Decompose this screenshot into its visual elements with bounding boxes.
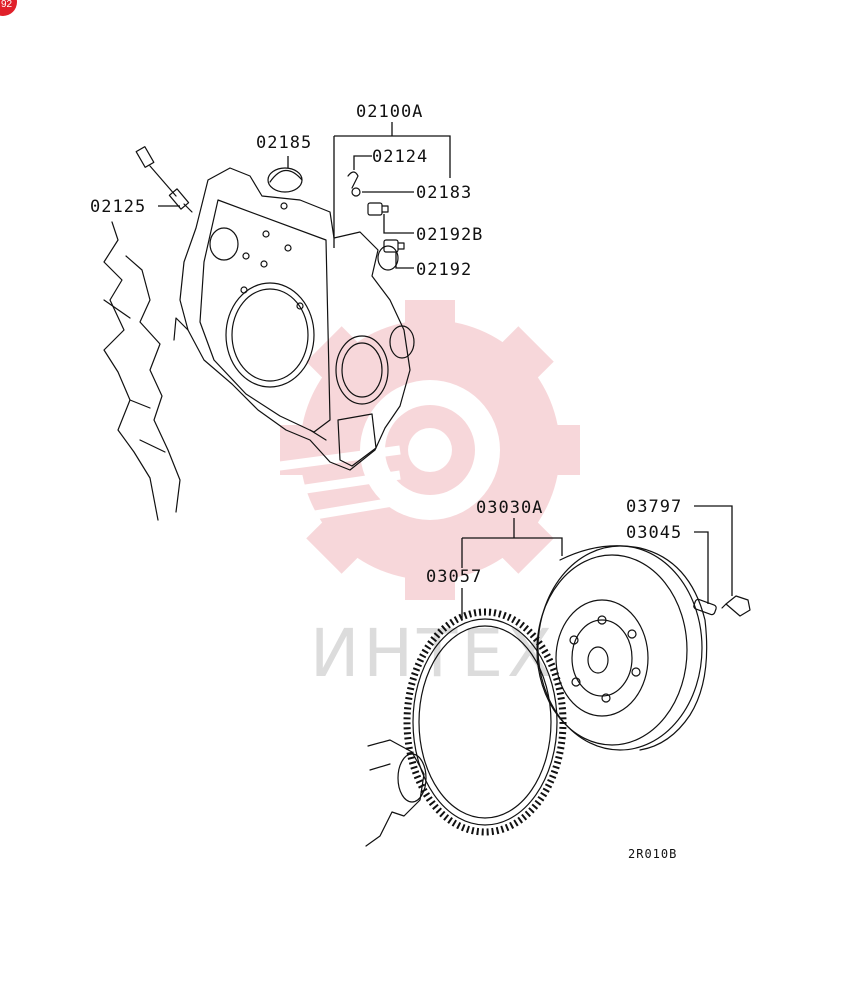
label-03045: 03045: [626, 523, 682, 543]
label-02100A: 02100A: [356, 102, 423, 122]
page-badge: 92: [0, 0, 17, 16]
watermark-text: ИНТЕХ: [310, 615, 556, 692]
label-02185: 02185: [256, 133, 312, 153]
leader-lines: [158, 122, 733, 620]
label-02192: 02192: [416, 260, 472, 280]
flywheel-03030A-part: [536, 545, 708, 751]
diagram-code: 2R010B: [628, 847, 677, 861]
bolt-03797-part: [721, 595, 751, 617]
bolt-02192-part: [383, 239, 405, 253]
clip-02124-part: [347, 171, 359, 189]
flywheel-housing: [173, 167, 415, 471]
watermark-gear-icon: [249, 300, 580, 600]
bolt-02192B-part: [367, 202, 389, 216]
badge-text: 92: [1, 0, 13, 10]
label-02192B: 02192B: [416, 225, 483, 245]
label-03797: 03797: [626, 497, 682, 517]
engine-block-outline: [103, 221, 181, 521]
label-03030A: 03030A: [476, 498, 543, 518]
label-03057: 03057: [426, 567, 482, 587]
label-02183: 02183: [416, 183, 472, 203]
sensor-02125-part: [135, 146, 193, 213]
plate-03045-part: [693, 598, 717, 616]
label-02125: 02125: [90, 197, 146, 217]
label-02124: 02124: [372, 147, 428, 167]
nut-02183-part: [351, 187, 361, 197]
crankshaft-outline: [365, 739, 427, 847]
